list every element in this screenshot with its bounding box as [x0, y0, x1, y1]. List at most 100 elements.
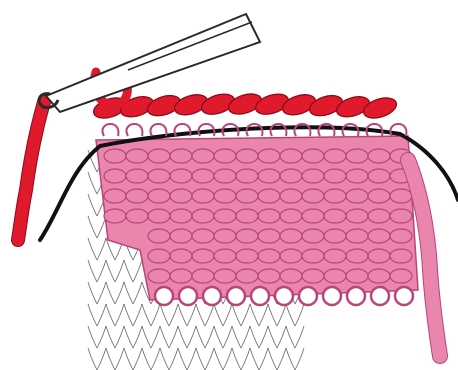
pink-stitch — [236, 249, 258, 263]
pink-stitch — [192, 229, 214, 243]
pink-stitch — [148, 189, 170, 203]
base-stitch — [88, 260, 106, 282]
pink-stitch — [192, 249, 214, 263]
base-stitch — [268, 348, 286, 370]
pink-stitch — [368, 169, 390, 183]
pink-stitch — [148, 149, 170, 163]
pink-loop — [275, 287, 293, 305]
base-stitch — [232, 326, 250, 348]
pink-stitch — [170, 189, 192, 203]
base-stitch — [268, 326, 286, 348]
pink-stitch — [236, 149, 258, 163]
base-stitch — [196, 304, 214, 326]
base-stitch — [106, 326, 124, 348]
pink-stitch — [258, 269, 280, 283]
base-stitch — [106, 304, 124, 326]
pink-stitch — [302, 249, 324, 263]
base-stitch — [88, 238, 106, 260]
pink-loop — [371, 287, 389, 305]
base-stitch — [160, 304, 178, 326]
pink-stitch — [192, 169, 214, 183]
pink-loop — [347, 287, 365, 305]
pink-stitch — [346, 229, 368, 243]
base-stitch — [124, 260, 142, 282]
pink-stitch — [280, 249, 302, 263]
pink-stitch — [280, 169, 302, 183]
base-stitch — [106, 260, 124, 282]
base-stitch — [196, 326, 214, 348]
pink-stitch — [258, 149, 280, 163]
pink-stitch — [280, 149, 302, 163]
pink-stitch — [280, 209, 302, 223]
pink-stitch — [236, 229, 258, 243]
pink-stitch — [126, 169, 148, 183]
base-stitch — [124, 304, 142, 326]
pink-stitch — [170, 169, 192, 183]
pink-stitch — [346, 249, 368, 263]
base-stitch — [286, 348, 304, 370]
pink-stitch — [258, 209, 280, 223]
base-stitch — [106, 282, 124, 304]
pink-loop — [395, 287, 413, 305]
pink-stitch — [368, 249, 390, 263]
base-stitch — [124, 326, 142, 348]
base-stitch — [178, 304, 196, 326]
pink-stitch — [280, 229, 302, 243]
pink-stitch — [390, 249, 412, 263]
pink-stitch — [126, 189, 148, 203]
pink-stitch — [390, 189, 412, 203]
pink-stitch — [346, 169, 368, 183]
pink-stitch — [346, 209, 368, 223]
pink-stitch — [390, 209, 412, 223]
pink-stitch — [170, 269, 192, 283]
pink-stitch — [236, 189, 258, 203]
pink-loop — [155, 287, 173, 305]
base-stitch — [106, 348, 124, 370]
pink-loop — [179, 287, 197, 305]
base-stitch — [142, 326, 160, 348]
base-stitch — [142, 348, 160, 370]
base-stitch — [214, 326, 232, 348]
base-stitch — [88, 348, 106, 370]
pink-stitch — [104, 169, 126, 183]
pink-stitch — [170, 229, 192, 243]
pink-stitch — [280, 189, 302, 203]
pink-stitch — [390, 269, 412, 283]
pink-stitch — [368, 209, 390, 223]
pink-stitch — [170, 149, 192, 163]
pink-stitch — [148, 249, 170, 263]
pink-stitch — [324, 189, 346, 203]
pink-loop — [227, 287, 245, 305]
base-stitch — [124, 348, 142, 370]
base-stitch — [160, 348, 178, 370]
pink-stitch — [324, 169, 346, 183]
pink-stitch — [148, 169, 170, 183]
pink-loop — [251, 287, 269, 305]
pink-stitch — [214, 269, 236, 283]
pink-stitch — [324, 249, 346, 263]
pink-stitch — [324, 209, 346, 223]
base-stitch — [160, 326, 178, 348]
pink-stitch — [170, 249, 192, 263]
pink-stitch — [126, 209, 148, 223]
base-stitch — [250, 326, 268, 348]
pink-stitch — [104, 189, 126, 203]
pink-stitch — [214, 169, 236, 183]
pink-stitch — [346, 189, 368, 203]
pink-stitch — [214, 229, 236, 243]
pink-stitch — [302, 189, 324, 203]
pink-stitch — [324, 229, 346, 243]
pink-stitch — [214, 149, 236, 163]
pink-stitch — [192, 269, 214, 283]
pink-stitch — [346, 149, 368, 163]
base-stitch — [178, 326, 196, 348]
pink-stitch — [258, 189, 280, 203]
pink-stitch — [236, 269, 258, 283]
pink-stitch — [302, 149, 324, 163]
pink-stitch — [368, 149, 390, 163]
base-stitch — [88, 326, 106, 348]
base-stitch — [232, 304, 250, 326]
pink-stitch — [258, 249, 280, 263]
pink-stitch — [236, 209, 258, 223]
pink-stitch — [148, 229, 170, 243]
